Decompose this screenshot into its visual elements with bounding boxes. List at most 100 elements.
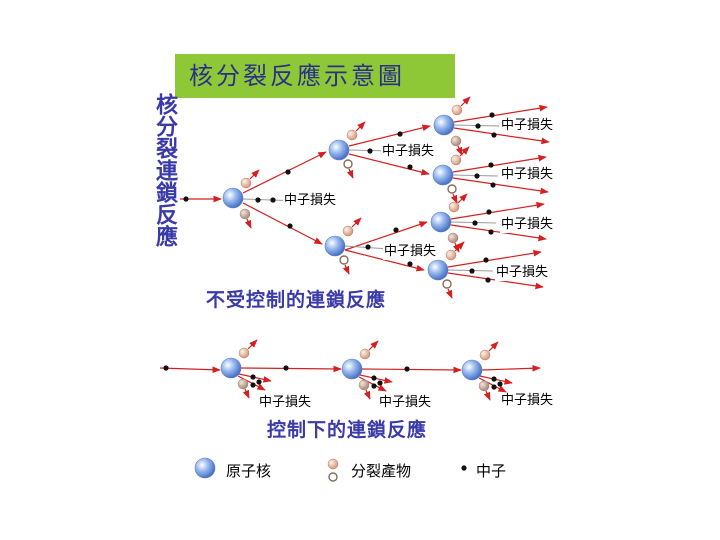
neutron-dot <box>407 261 413 267</box>
legend-neutron-label: 中子 <box>476 462 507 480</box>
neutron-path-arrow <box>450 224 547 242</box>
neutron-path-arrow <box>159 366 221 374</box>
fragment-arrow <box>242 388 250 399</box>
fission-product <box>448 201 460 213</box>
neutron-loss-label-u7: 中子損失 <box>495 265 550 281</box>
neutron-dot <box>377 380 383 386</box>
fission-product <box>359 348 371 360</box>
neutron-path-arrow <box>452 154 547 173</box>
nucleus-gen3-3 <box>430 211 452 233</box>
fission-product <box>442 279 452 289</box>
neutron-dot <box>488 162 494 168</box>
nucleus-controlled-3 <box>461 359 483 381</box>
fragment-arrow <box>346 168 354 179</box>
fission-product <box>327 458 339 470</box>
neutron-path-arrow <box>481 364 541 372</box>
neutron-path-arrow <box>242 151 327 194</box>
neutron-dot <box>472 220 478 226</box>
neutron-path-arrow <box>344 249 425 272</box>
nucleus-gen3-2 <box>432 164 454 186</box>
neutron-dot <box>397 131 403 137</box>
fission-product <box>342 225 354 237</box>
neutron-loss-label-c3: 中子損失 <box>500 393 555 409</box>
fission-product <box>328 472 338 482</box>
fragment-arrow <box>247 339 258 350</box>
controlled-caption: 控制下的連鎖反應 <box>267 419 428 441</box>
fragment-arrow <box>363 389 371 400</box>
nucleus-gen3-1 <box>433 114 455 136</box>
neutron-dot <box>490 182 496 188</box>
neutron-dot <box>371 383 377 389</box>
diagram-title: 核分裂反應示意圖 <box>175 54 455 98</box>
neutron-dot <box>250 382 256 388</box>
neutron-path-arrow <box>447 249 542 268</box>
neutron-dot <box>488 229 494 235</box>
neutron-loss-label-u3: 中子損失 <box>383 244 438 260</box>
fission-product <box>240 177 252 189</box>
neutron-path-arrow <box>361 366 462 374</box>
nucleus-controlled-1 <box>220 357 242 379</box>
fragment-arrow <box>450 193 458 204</box>
neutron-loss-label-u1: 中子損失 <box>283 193 338 209</box>
neutron-dot <box>256 379 262 385</box>
fission-product <box>447 184 457 194</box>
uncontrolled-caption: 不受控制的連鎖反應 <box>206 289 387 311</box>
neutron-path-arrow <box>453 104 548 123</box>
nucleus-gen1 <box>222 187 244 209</box>
neutron-dot <box>469 268 475 274</box>
neutron-path-arrow <box>453 127 550 145</box>
fission-product <box>358 379 370 391</box>
fission-product <box>239 208 251 220</box>
neutron-dot <box>491 376 497 382</box>
fission-product <box>479 349 491 361</box>
neutron-dot <box>163 365 169 371</box>
neutron-dot <box>285 169 291 175</box>
fragment-arrow <box>249 169 260 180</box>
vertical-title: 核分裂連鎖反應 <box>152 93 177 247</box>
nucleus-gen2-upper <box>328 139 350 161</box>
neutron-loss-label-u2: 中子損失 <box>381 144 436 160</box>
neutron-dot <box>489 112 495 118</box>
fragment-arrow <box>488 341 499 352</box>
neutron-path-arrow <box>348 153 430 176</box>
neutron-dot <box>474 173 480 179</box>
fission-product <box>343 159 353 169</box>
nucleus-gen3-4 <box>427 259 449 281</box>
neutron-dot <box>367 148 373 154</box>
neutron-dot <box>407 164 413 170</box>
legend-fission-products-label: 分裂產物 <box>351 462 412 480</box>
neutron-loss-label-u6: 中子損失 <box>500 217 555 233</box>
neutron-loss-label-c2: 中子損失 <box>378 395 433 411</box>
neutron-path-arrow <box>344 221 428 251</box>
neutron-dot <box>486 209 492 215</box>
fragment-arrow <box>454 241 465 252</box>
neutron-dot <box>255 197 261 203</box>
neutron-loss-label-u4: 中子損失 <box>500 118 555 134</box>
neutron-dot <box>393 227 399 233</box>
nucleus-controlled-2 <box>341 358 363 380</box>
fission-product <box>445 249 457 261</box>
neutron-dot <box>270 197 276 203</box>
fragment-arrow <box>457 193 468 204</box>
fragment-arrow <box>455 145 463 156</box>
neutron-dot <box>365 244 371 250</box>
fragment-arrow <box>483 390 491 401</box>
fragment-arrow <box>445 288 453 299</box>
fragment-arrow <box>368 340 379 351</box>
fragment-arrow <box>355 121 366 132</box>
fragment-arrow <box>460 96 471 107</box>
legend-nucleus-icon <box>194 457 216 479</box>
fission-product <box>238 347 250 359</box>
neutron-dot <box>404 366 410 372</box>
neutron-dot <box>483 257 489 263</box>
fission-product <box>447 232 459 244</box>
neutron-loss-label-c1: 中子損失 <box>258 395 313 411</box>
fragment-arrow <box>244 218 252 229</box>
legend-nucleus-label: 原子核 <box>226 462 272 480</box>
fission-product <box>339 255 349 265</box>
neutron-dot <box>497 381 503 387</box>
neutron-dot <box>491 384 497 390</box>
neutron-dot <box>283 365 289 371</box>
